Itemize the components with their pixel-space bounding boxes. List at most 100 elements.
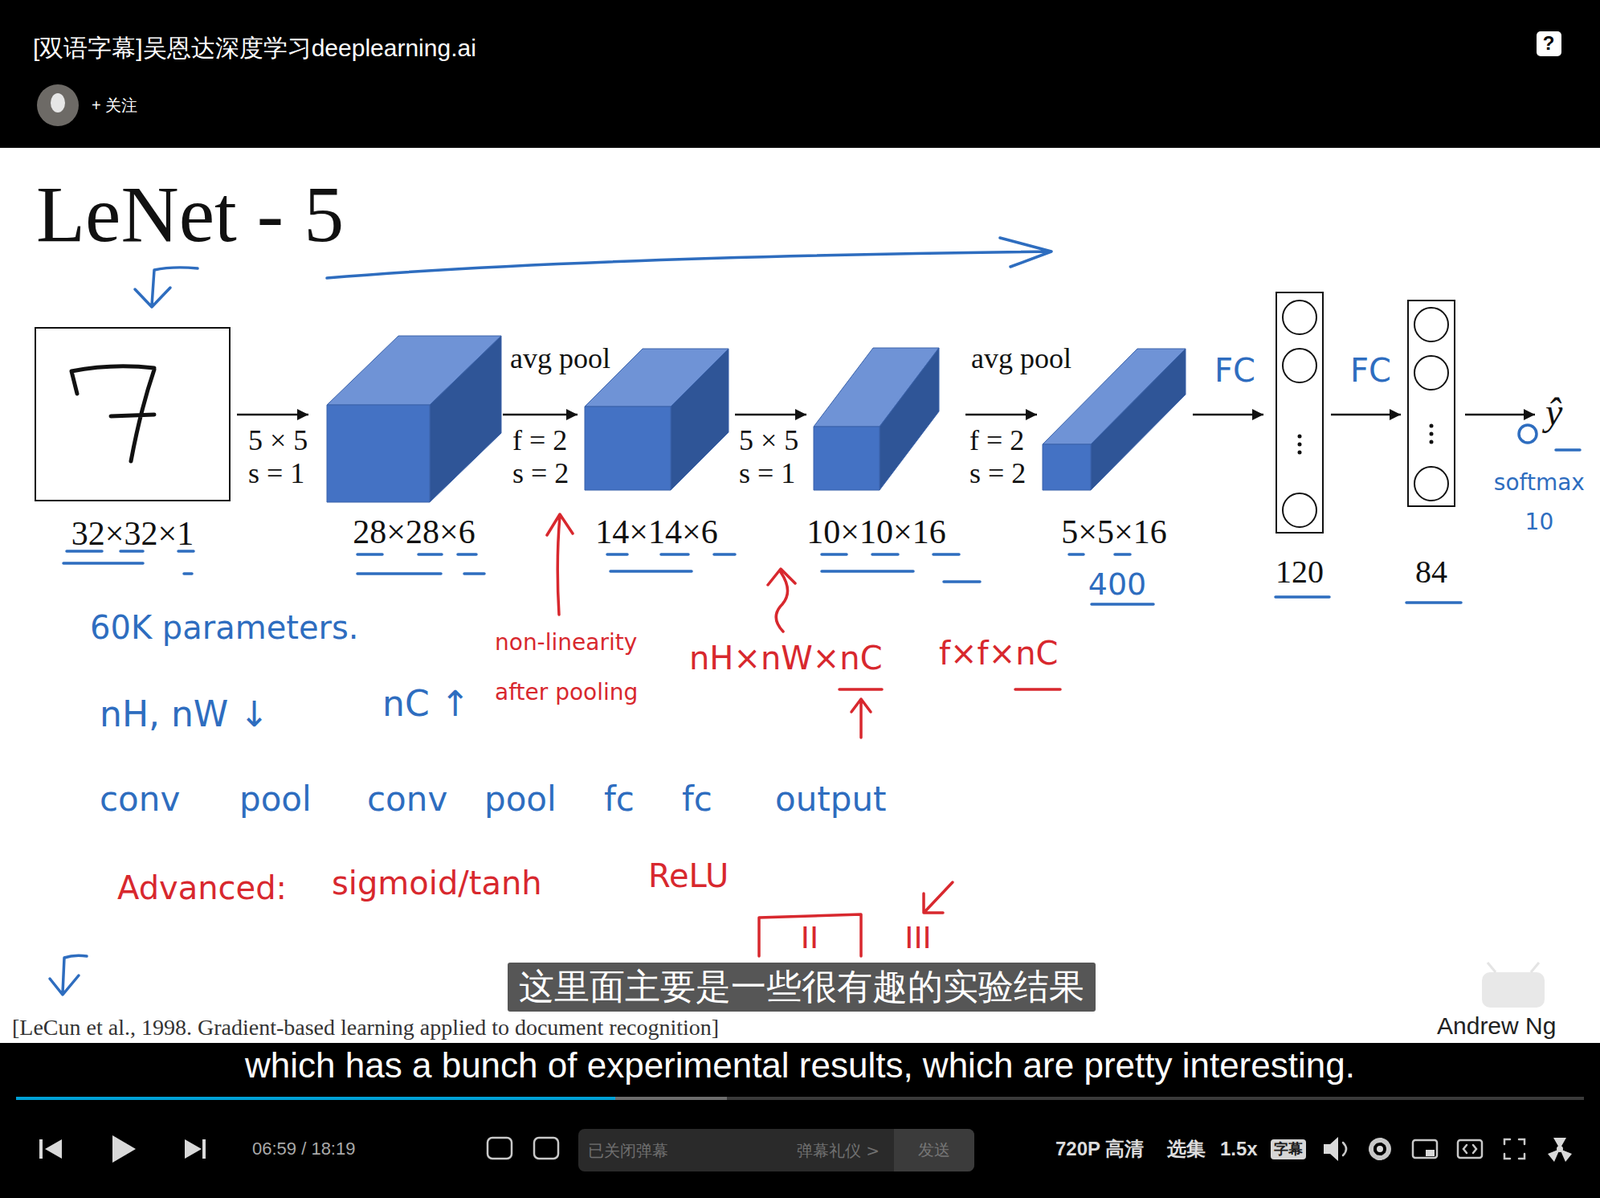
arrow-connector (965, 413, 1037, 417)
dimension-label: 32×32×1 (71, 514, 194, 553)
progress-buffered (615, 1096, 727, 1100)
ink-bracket (759, 914, 862, 956)
annotation: Advanced: (117, 868, 287, 907)
annotation: 400 (1088, 566, 1147, 604)
citation: [LeCun et al., 1998. Gradient-based lear… (12, 1013, 719, 1041)
annotation: conv (367, 779, 448, 820)
annotation: fc (604, 779, 635, 820)
arrow-connector (236, 413, 309, 417)
ellipsis-dot (1297, 450, 1303, 455)
conv-volume: 28×28×6 (326, 335, 502, 503)
volume-shape (813, 347, 939, 490)
dimension-label: 5×5×16 (1061, 512, 1167, 552)
mascot-icon (1487, 962, 1539, 972)
send-button: 发送 (893, 1128, 975, 1172)
annotation: pool (239, 779, 312, 820)
layer-operation: avg pool (510, 341, 611, 376)
pip-icon (1425, 1149, 1435, 1156)
video-title: [双语字幕]吴恩达深度学习deeplearning.ai (32, 33, 477, 63)
volume-front (1042, 444, 1091, 490)
annotation: conv (99, 779, 180, 820)
node-text: ? (1542, 32, 1556, 56)
volume-front (326, 404, 430, 503)
help-badge: ? (1536, 31, 1562, 57)
prev-icon (44, 1138, 62, 1159)
settings-icon (1376, 1145, 1384, 1152)
arrow-connector (734, 413, 807, 417)
arrow-connector (1192, 413, 1264, 417)
annotation: nH, nW ↓ (99, 693, 270, 736)
annotation: pool (484, 779, 557, 820)
dimension-label: 120 (1275, 553, 1324, 591)
subtitle-english: which has a bunch of experimental result… (244, 1044, 1356, 1087)
subtitle-box: 这里面主要是一些很有趣的实验结果 (507, 962, 1096, 1012)
play-icon (112, 1134, 136, 1163)
ellipsis-dot (1429, 440, 1434, 445)
node-text: 这里面主要是一些很有趣的实验结果 (518, 965, 1085, 1009)
fc-layer: 84 (1407, 299, 1456, 507)
dimension-label: 14×14×6 (595, 512, 718, 552)
edge-label: 5 × 5 s = 1 (738, 424, 803, 490)
avatar-figure (50, 93, 66, 113)
ellipsis-dot (1429, 432, 1434, 437)
volume-side (670, 348, 729, 490)
annotation: III (904, 919, 932, 957)
ink-arrow (49, 955, 87, 995)
mascot-icon (1481, 962, 1545, 1008)
input-image: 32×32×1 (34, 326, 231, 502)
volume-side (879, 347, 939, 490)
edge-label: FC (1350, 351, 1392, 389)
episodes-button: 选集 (1167, 1137, 1206, 1161)
arrow-connector (502, 413, 578, 417)
neuron (1282, 300, 1317, 335)
annotation: ReLU (648, 856, 729, 895)
layer-operation: avg pool (971, 341, 1072, 376)
extra-icon (1547, 1137, 1572, 1162)
fc-layer: 120 (1275, 291, 1324, 534)
volume-icon (1342, 1142, 1347, 1156)
neuron (1282, 493, 1317, 527)
neuron-column (1277, 293, 1323, 532)
node-text: 已关闭弹幕 (587, 1138, 669, 1161)
avatar (36, 84, 79, 127)
next-icon (184, 1138, 202, 1159)
volume-icon (1323, 1136, 1339, 1161)
ink-arrow (326, 237, 1052, 278)
conv-volume: 10×10×16 (813, 347, 939, 490)
playback-time: 06:59 / 18:19 (252, 1138, 356, 1160)
node-text: 弹幕礼仪 > (796, 1138, 880, 1161)
ink-underline (839, 687, 1061, 691)
mascot-icon (1481, 971, 1545, 1008)
volume-front (584, 406, 671, 490)
pip-icon (1412, 1139, 1437, 1158)
danmaku-icon (487, 1137, 512, 1159)
settings-icon (1371, 1139, 1389, 1158)
annotation: output (775, 779, 887, 820)
edge-label: 5 × 5 s = 1 (248, 424, 312, 490)
annotation: non-linearity after pooling (494, 617, 664, 718)
neuron (1414, 355, 1449, 390)
slide-title: LeNet - 5 (36, 174, 344, 255)
neuron-column (1408, 301, 1454, 506)
node-text: 发送 (918, 1138, 951, 1161)
ink-arrow (134, 267, 198, 307)
volume-front (813, 426, 880, 490)
neuron (1414, 307, 1449, 342)
annotation: II (800, 919, 819, 957)
neuron (1282, 348, 1317, 383)
danmaku-input: 已关闭弹幕 弹幕礼仪 > 发送 (578, 1128, 975, 1172)
annotation: f×f×nC (938, 633, 1058, 673)
annotation: fc (681, 779, 713, 820)
ink-arrow (923, 881, 953, 913)
volume-side (429, 335, 502, 503)
annotation: softmax 10 (1487, 462, 1592, 542)
annotation: sigmoid/tanh (331, 863, 543, 903)
ellipsis-dot (1297, 434, 1303, 439)
edge-label: f = 2 s = 2 (512, 424, 576, 490)
ink-arrow (851, 698, 871, 738)
handwritten-digit (71, 366, 155, 462)
annotation: nH×nW×nC (689, 638, 883, 678)
arrow-connector (1330, 413, 1401, 417)
output-arrow (1465, 413, 1535, 417)
